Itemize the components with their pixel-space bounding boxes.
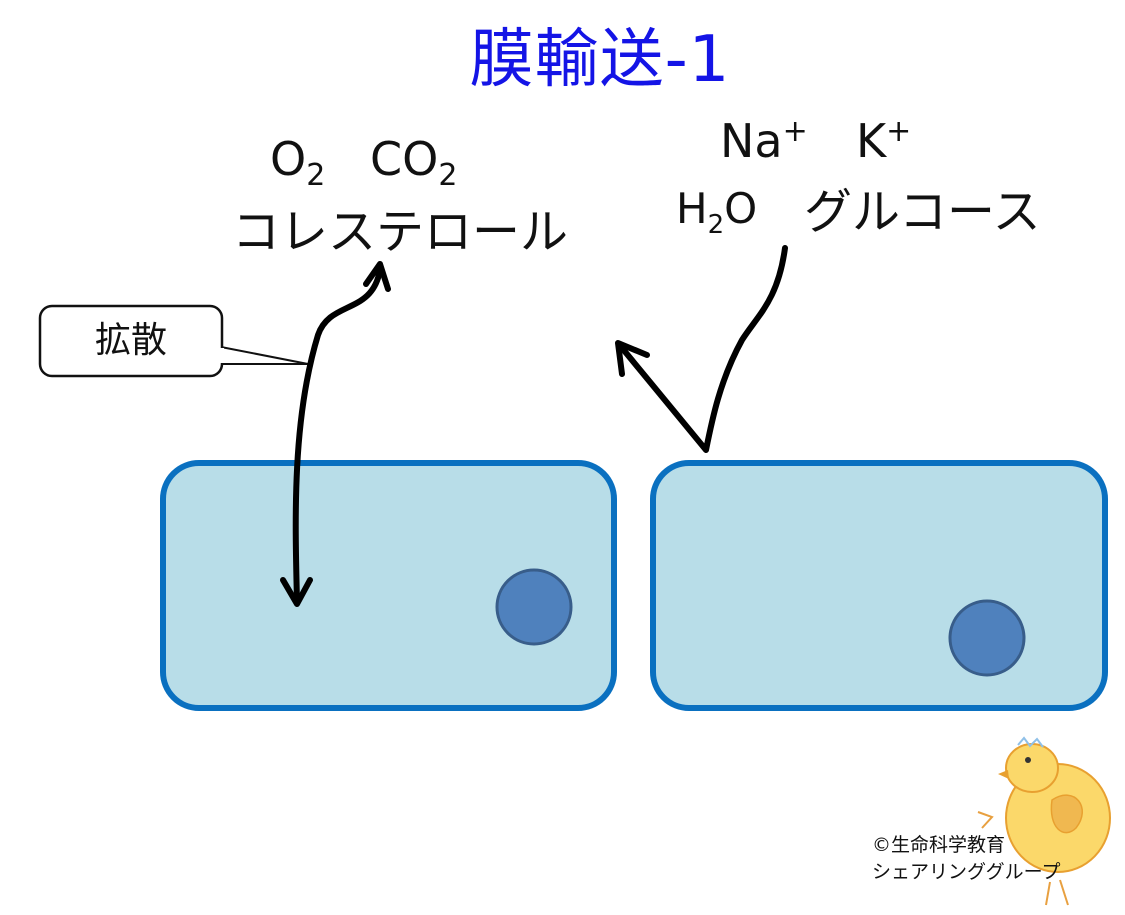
potassium-base: K: [856, 114, 887, 168]
cell-left: [160, 460, 617, 711]
chick-mascot-icon: [977, 736, 1111, 906]
sodium-charge: +: [782, 114, 808, 149]
water-h: H: [676, 184, 708, 233]
credit-line-2: シェアリンググループ: [872, 861, 1061, 883]
diffusion-arrow: [280, 261, 391, 607]
oxygen-base: O: [270, 132, 307, 186]
sodium-ion-label: Na+: [720, 114, 808, 168]
potassium-charge: +: [886, 114, 912, 149]
diffusion-callout-label: 拡散: [94, 320, 167, 361]
transport-arrow: [615, 245, 788, 453]
carbon-dioxide-base: CO: [370, 132, 439, 186]
water-label: H2O: [676, 184, 757, 240]
page-title: 膜輸送-1: [469, 23, 731, 97]
water-o: O: [724, 184, 758, 233]
cell-right: [650, 460, 1108, 711]
carbon-dioxide-subscript: 2: [438, 158, 458, 193]
nucleus-left: [495, 568, 573, 646]
cholesterol-label: コレステロール: [232, 204, 569, 260]
oxygen-label: O2: [270, 132, 325, 193]
copyright-credit: ©生命科学教育 シェアリンググループ: [872, 832, 1060, 886]
glucose-label: グルコース: [804, 184, 1041, 240]
water-subscript: 2: [707, 210, 725, 240]
diffusion-callout: [38, 304, 309, 378]
credit-line-1: ©生命科学教育: [872, 834, 1006, 856]
oxygen-subscript: 2: [306, 158, 326, 193]
carbon-dioxide-label: CO2: [370, 132, 457, 193]
nucleus-right: [948, 599, 1026, 677]
potassium-ion-label: K+: [856, 114, 911, 168]
sodium-base: Na: [720, 114, 783, 168]
diffusion-callout-label-box: 拡散: [40, 306, 222, 376]
